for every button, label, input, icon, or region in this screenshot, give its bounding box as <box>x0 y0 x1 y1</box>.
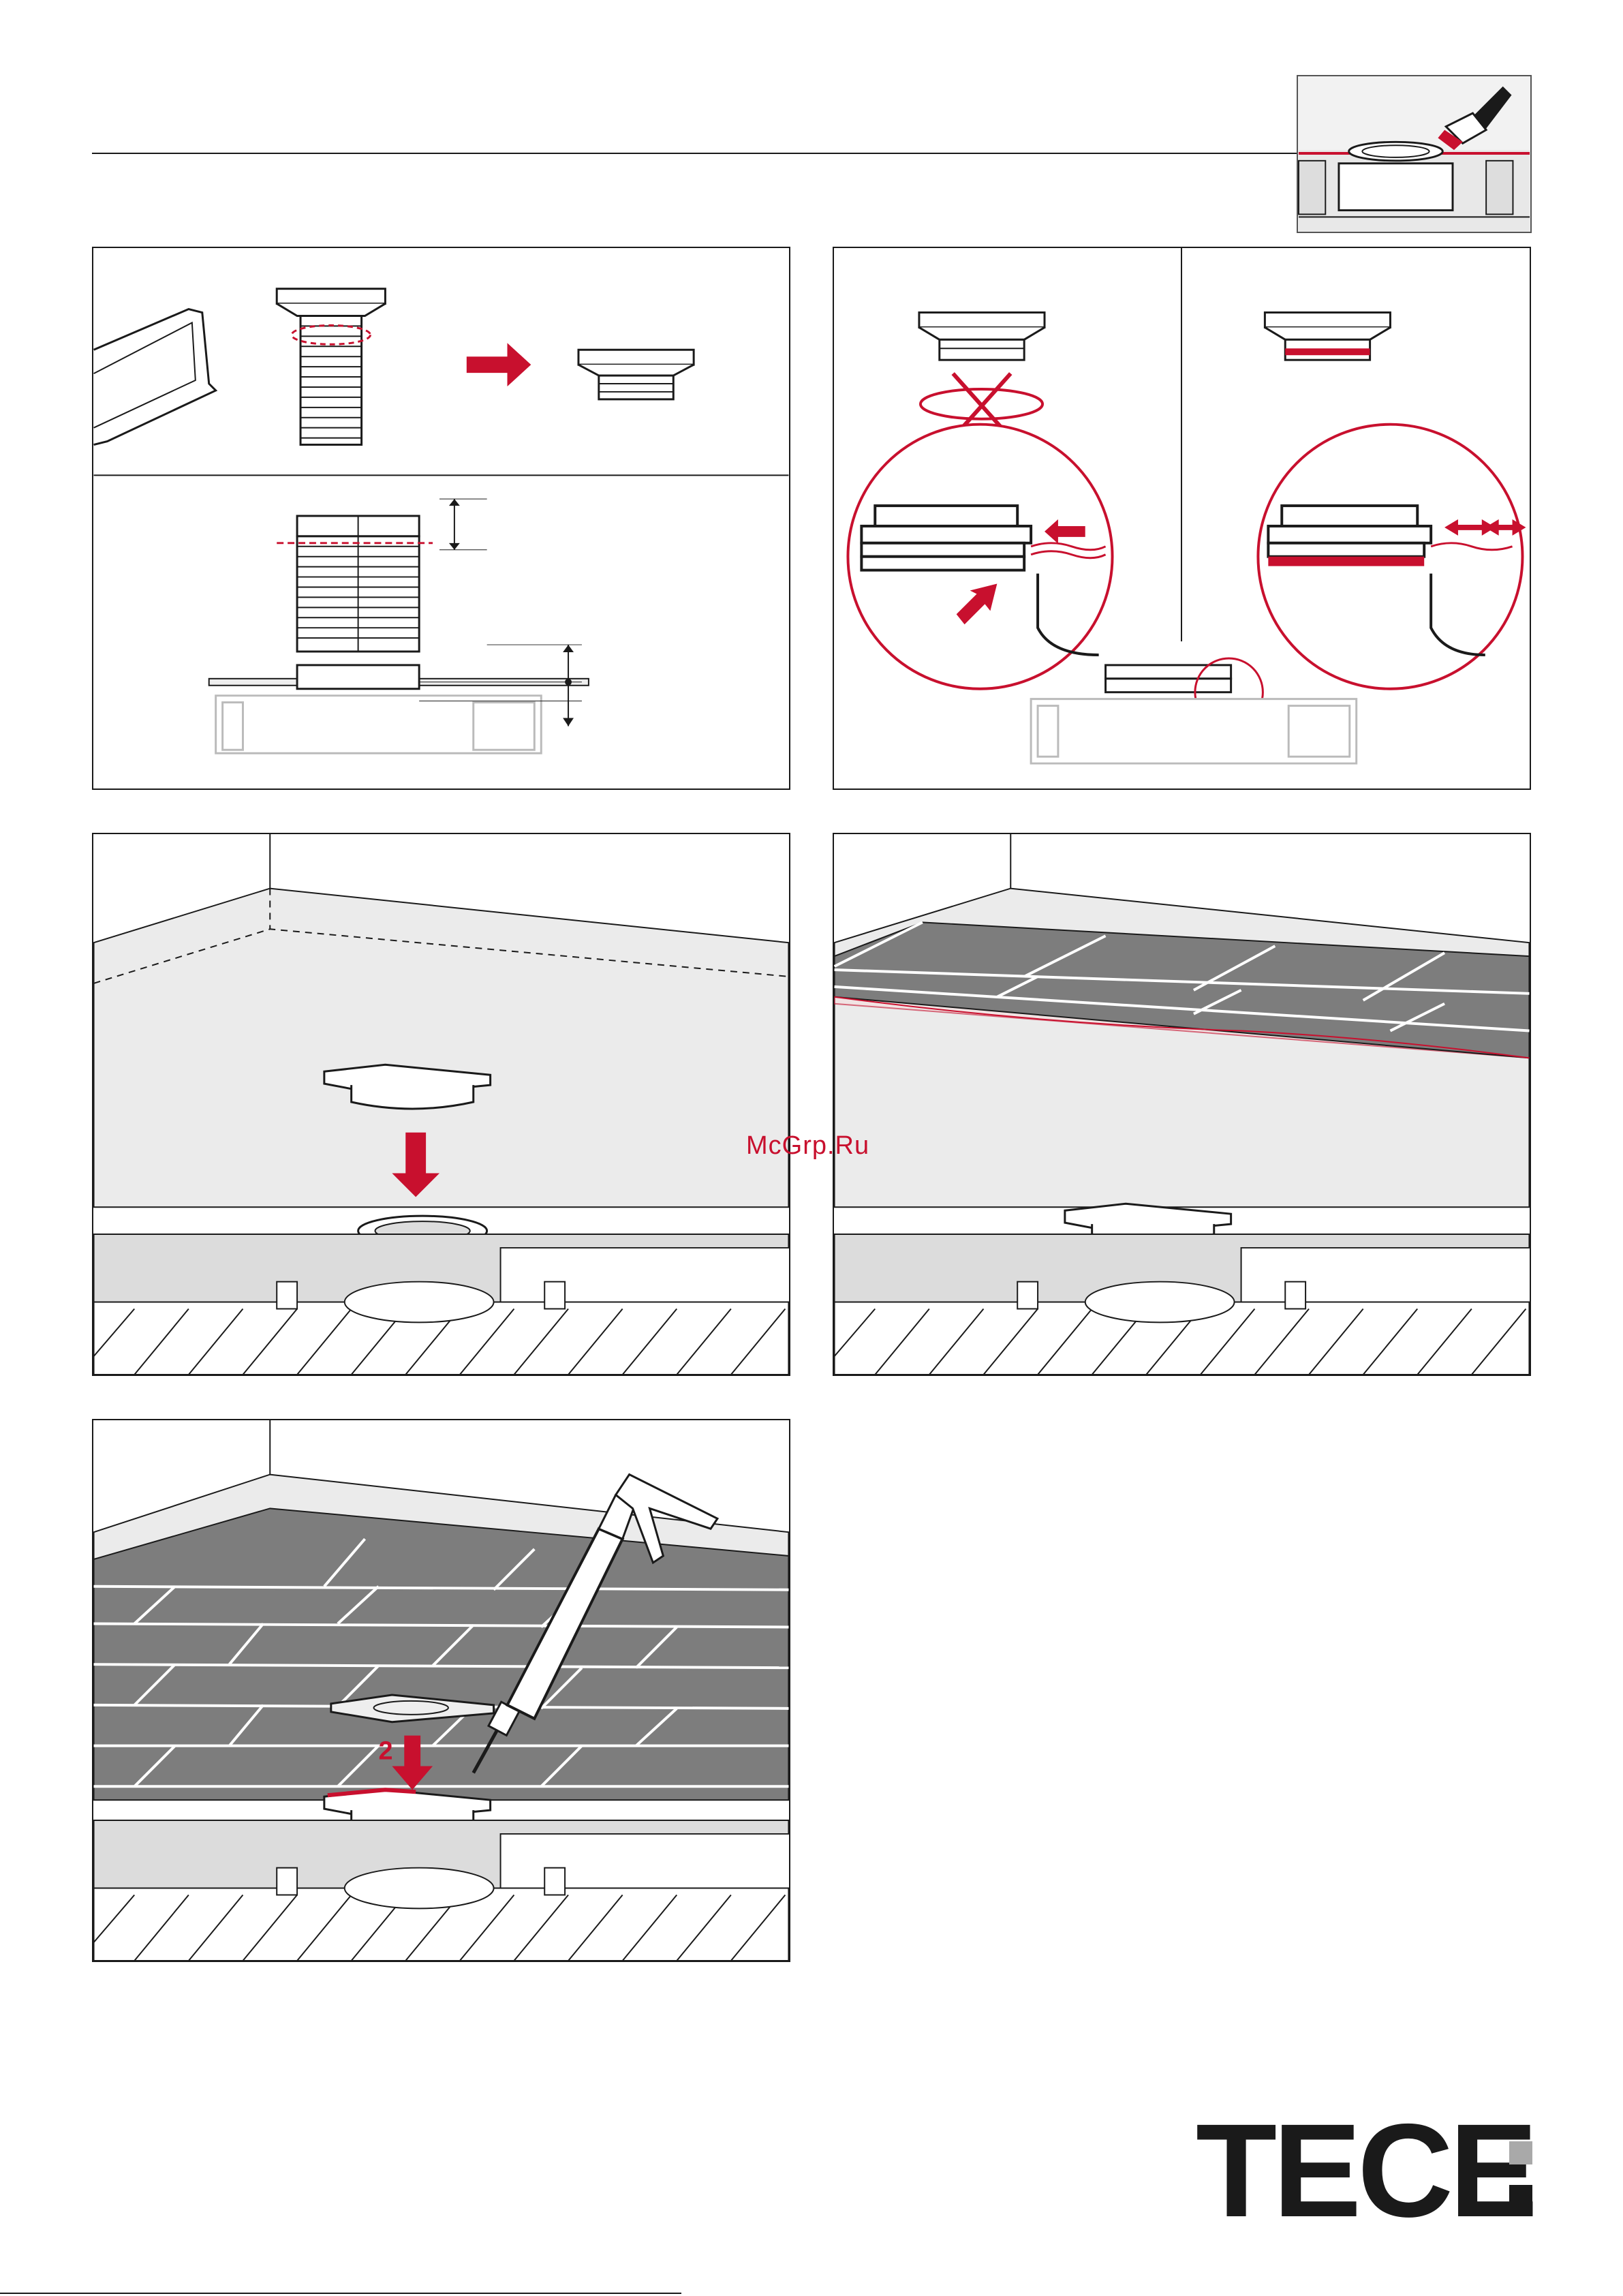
insert-illustration <box>93 834 789 1375</box>
tiles-illustration <box>834 834 1530 1375</box>
paint-brush-icon <box>1298 76 1530 232</box>
magnifier-icon <box>848 425 1112 689</box>
drain-installed <box>209 645 589 753</box>
panel-step-insert <box>92 833 790 1376</box>
brand-logo-text: TECE <box>1196 2113 1534 2229</box>
brand-logo: TECE <box>1196 2113 1536 2229</box>
logo-square-gray <box>1509 2141 1532 2164</box>
drain-tall <box>277 289 385 445</box>
saw-icon <box>94 309 216 445</box>
footer-rule <box>0 2293 681 2294</box>
drain-short <box>578 350 694 399</box>
drain-measure <box>277 499 486 652</box>
panel-step-seal: 2 <box>92 1419 790 1962</box>
panel-step-cut <box>92 247 790 790</box>
header-thumbnail <box>1297 75 1532 233</box>
header-rule <box>92 153 1299 154</box>
panel-step-tiles <box>833 833 1531 1376</box>
panel-step-fit <box>833 247 1531 790</box>
step-number-label: 2 <box>378 1736 392 1765</box>
arrow-right-icon <box>467 343 531 386</box>
cut-illustration <box>93 248 789 789</box>
seal-illustration: 2 <box>93 1420 789 1961</box>
magnifier-icon <box>1258 425 1526 689</box>
fit-illustration <box>834 248 1530 789</box>
logo-square-dark <box>1509 2185 1532 2208</box>
watermark-text: McGrp.Ru <box>746 1131 869 1161</box>
